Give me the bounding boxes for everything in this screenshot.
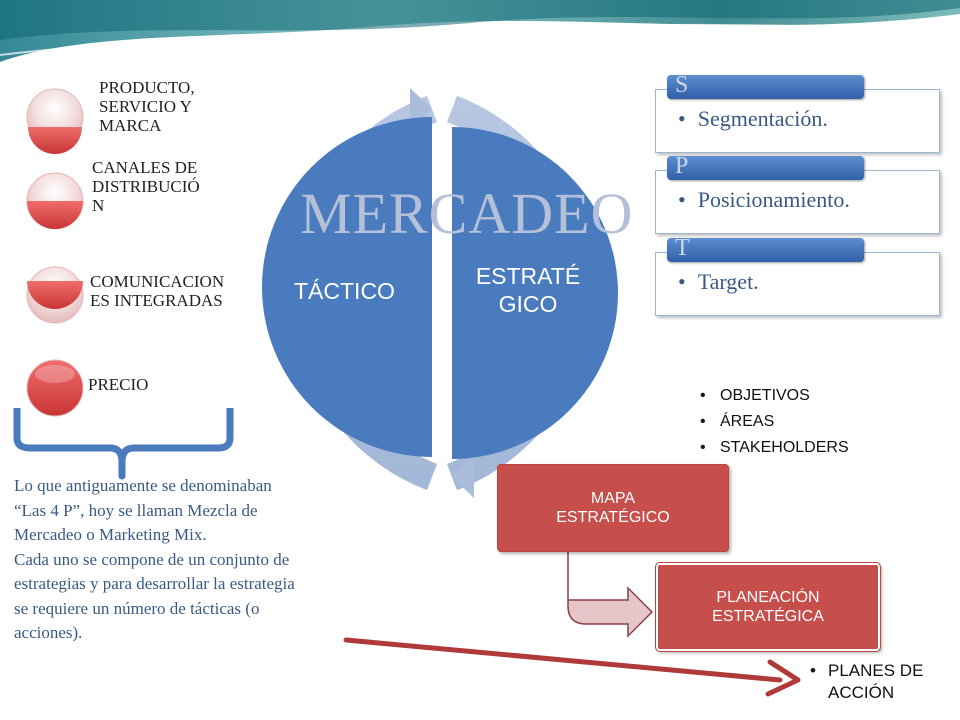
p-bubble-2 <box>26 172 84 230</box>
spt-card-segmentacion: Segmentación. <box>655 89 940 153</box>
spt-tab-s: S <box>667 72 864 99</box>
bullet-dot: • <box>810 661 816 680</box>
bullet-objetivos: OBJETIVOS <box>698 387 849 413</box>
ring-arrow-bottom <box>452 456 474 498</box>
p-label-line: MARCA <box>99 116 162 135</box>
description-text: Lo que antiguamente se denominaban “Las … <box>14 474 414 646</box>
mapa-estrategico-box: MAPA ESTRATÉGICO <box>497 464 729 552</box>
description-line: acciones). <box>14 623 83 642</box>
plans-line-2: ACCIÓN <box>828 683 895 702</box>
process-arrow-icon <box>567 548 654 638</box>
mapa-estrategico-line-1: MAPA <box>590 490 636 507</box>
p-bubble-1 <box>26 88 84 154</box>
spt-card-posicionamiento: Posicionamiento. <box>655 170 940 234</box>
spt-tab-letter: S <box>675 72 689 98</box>
description-line: Cada uno se compone de un conjunto de <box>14 549 290 569</box>
description-line: estrategias y para desarrollar la estrat… <box>14 574 295 593</box>
strategy-bullet-list: OBJETIVOS ÁREAS STAKEHOLDERS <box>698 387 849 465</box>
bullet-areas: ÁREAS <box>698 413 849 439</box>
p-label-line: COMUNICACION <box>90 272 225 291</box>
p-label-comunicaciones: COMUNICACION ES INTEGRADAS <box>90 272 270 310</box>
spt-item-text: Segmentación. <box>678 106 828 132</box>
plans-arrow-head-icon <box>765 659 801 697</box>
brace-icon <box>13 408 234 480</box>
plans-arrow-line <box>343 637 783 683</box>
p-label-producto: PRODUCTO, SERVICIO Y MARCA <box>99 78 279 135</box>
p-bubble-4 <box>26 359 84 417</box>
tactico-label: TÁCTICO <box>294 278 395 304</box>
plans-bullet: • PLANES DE ACCIÓN <box>810 660 923 704</box>
p-label-line: PRODUCTO, <box>99 78 195 97</box>
p-label-canales: CANALES DE DISTRIBUCIÓ N <box>92 158 272 215</box>
mapa-estrategico-line-2: ESTRATÉGICO <box>556 509 670 526</box>
tactico-half <box>262 117 432 457</box>
p-label-line: PRECIO <box>88 375 149 394</box>
estrategico-half <box>452 127 618 459</box>
planeacion-estrategica-box: PLANEACIÓN ESTRATÉGICA <box>655 562 881 652</box>
spt-card-target: Target. <box>655 252 940 316</box>
spt-tab-t: T <box>667 235 864 262</box>
estrategico-label: ESTRATÉ GICO <box>463 262 593 318</box>
p-label-precio: PRECIO <box>88 375 268 394</box>
p-label-line: ES INTEGRADAS <box>90 291 223 310</box>
p-label-line: DISTRIBUCIÓ <box>92 177 200 196</box>
spt-tab-letter: P <box>675 153 689 179</box>
spt-item-text: Target. <box>678 269 759 295</box>
description-line: Lo que antiguamente se denominaban <box>14 476 272 495</box>
p-bubble-3 <box>26 266 84 324</box>
description-line: Mercadeo o Marketing Mix. <box>14 525 207 544</box>
description-line: “Las 4 P”, hoy se llaman Mezcla de <box>14 500 258 520</box>
description-line: se requiere un número de tácticas (o <box>14 598 260 618</box>
plans-line-1: PLANES DE <box>828 661 924 680</box>
spt-item-text: Posicionamiento. <box>678 187 850 213</box>
estrategico-label-line-2: GICO <box>498 291 558 317</box>
header-wave-decoration <box>0 0 960 75</box>
planeacion-estrategica-line-2: ESTRATÉGICA <box>712 608 824 625</box>
spt-tab-letter: T <box>675 235 690 261</box>
p-label-line: SERVICIO Y <box>99 97 192 116</box>
spt-tab-p: P <box>667 153 864 180</box>
bullet-stakeholders: STAKEHOLDERS <box>698 439 849 465</box>
p-label-line: CANALES DE <box>92 158 198 177</box>
p-label-line: N <box>92 196 105 215</box>
estrategico-label-line-1: ESTRATÉ <box>475 263 581 289</box>
mercadeo-title: MERCADEO <box>300 181 634 246</box>
planeacion-estrategica-line-1: PLANEACIÓN <box>716 589 820 606</box>
